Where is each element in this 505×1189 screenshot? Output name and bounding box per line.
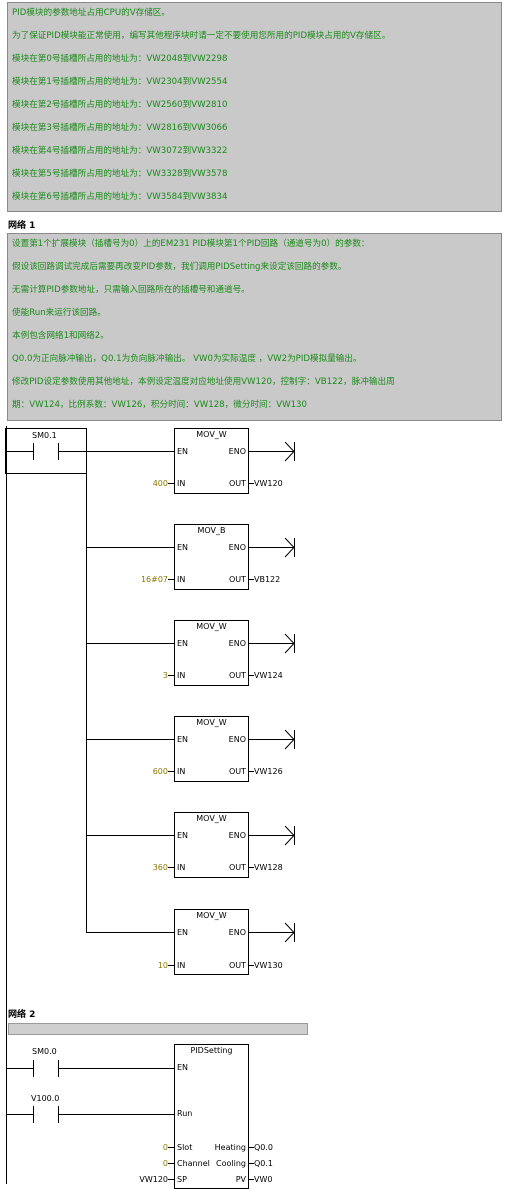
comment-line: Q0.0为正向脉冲输出，Q0.1为负向脉冲输出。 VW0为实际温度 ，VW2为P…	[12, 354, 362, 364]
power-rail	[6, 426, 7, 1184]
pin-eno: ENO	[228, 928, 246, 937]
contact-label: SM0.0	[32, 1047, 57, 1056]
in-value[interactable]: 360	[152, 863, 168, 872]
mov-w-box[interactable]: MOV_W EN ENO IN OUT	[174, 909, 249, 975]
comment-line: 本例包含网络1和网络2。	[12, 331, 109, 341]
pidsetting-block[interactable]: PIDSetting EN Run Slot Channel SP Heatin…	[174, 1044, 249, 1189]
pin-slot: Slot	[177, 1143, 193, 1152]
box-title: MOV_W	[196, 911, 227, 920]
pin-en: EN	[177, 831, 189, 840]
pin-in: IN	[177, 575, 186, 584]
pin-in: IN	[177, 961, 186, 970]
pin-eno: ENO	[228, 447, 246, 456]
network2-comment[interactable]	[8, 1023, 308, 1035]
comment-line: 模块在第4号插槽所占用的地址为：VW3072到VW3322	[12, 146, 228, 156]
heating-value[interactable]: Q0.0	[254, 1143, 274, 1152]
pin-sp: SP	[177, 1175, 187, 1184]
pin-eno: ENO	[228, 543, 246, 552]
pin-eno: ENO	[228, 735, 246, 744]
pin-out: OUT	[228, 767, 246, 776]
out-value[interactable]: VW130	[254, 961, 283, 970]
pin-en: EN	[177, 735, 189, 744]
pin-eno: ENO	[228, 639, 246, 648]
contact-label: V100.0	[31, 1094, 60, 1103]
box-title: MOV_W	[196, 718, 227, 727]
out-value[interactable]: VW126	[254, 767, 283, 776]
comment-line: 设置第1个扩展模块（插槽号为0）上的EM231 PID模块第1个PID回路（通道…	[12, 239, 370, 249]
pin-channel: Channel	[177, 1159, 210, 1168]
pv-value[interactable]: VW0	[254, 1175, 273, 1184]
contact-label: SM0.1	[32, 431, 57, 440]
comment-line: 期：VW124，比例系数：VW126，积分时间：VW128，微分时间：VW130	[12, 400, 307, 410]
in-value[interactable]: 600	[152, 767, 168, 776]
out-value[interactable]: VB122	[254, 575, 281, 584]
box-title: MOV_W	[196, 430, 227, 439]
out-value[interactable]: VW120	[254, 479, 283, 488]
pin-in: IN	[177, 479, 186, 488]
pin-en: EN	[177, 928, 189, 937]
network1-title[interactable]: 网络 1	[8, 221, 36, 231]
comment-line: 假设该回路调试完成后需要再改变PID参数，我们调用PIDSetting来设定该回…	[12, 262, 347, 272]
pin-en: EN	[177, 639, 189, 648]
cooling-value[interactable]: Q0.1	[254, 1159, 274, 1168]
comment-line: 无需计算PID参数地址，只需输入回路所在的插槽号和通道号。	[12, 285, 250, 295]
block-title: PIDSetting	[190, 1046, 233, 1055]
box-title: MOV_B	[197, 526, 226, 535]
comment-line: 模块在第0号插槽所占用的地址为：VW2048到VW2298	[12, 54, 228, 64]
pin-out: OUT	[228, 961, 246, 970]
pin-in: IN	[177, 863, 186, 872]
out-value[interactable]: VW124	[254, 671, 283, 680]
pin-eno: ENO	[228, 831, 246, 840]
comment-line: 使能Run来运行该回路。	[12, 308, 106, 318]
comment-line: 模块在第1号插槽所占用的地址为：VW2304到VW2554	[12, 77, 228, 87]
pin-out: OUT	[228, 575, 246, 584]
pin-out: OUT	[228, 671, 246, 680]
in-value[interactable]: 10	[157, 961, 168, 970]
pin-in: IN	[177, 671, 186, 680]
mov-w-box[interactable]: MOV_W EN ENO IN OUT	[174, 716, 249, 782]
pin-out: OUT	[228, 479, 246, 488]
contact-sm0-1-selected[interactable]	[5, 428, 87, 474]
pin-en: EN	[177, 543, 189, 552]
mov-w-box[interactable]: MOV_W EN ENO IN OUT	[174, 620, 249, 686]
comment-line: 为了保证PID模块能正常使用，编写其他程序块时请一定不要使用您所用的PID模块占…	[12, 31, 391, 41]
pin-en: EN	[177, 1063, 189, 1072]
program-comment[interactable]: PID模块的参数地址占用CPU的V存储区。 为了保证PID模块能正常使用，编写其…	[7, 2, 502, 212]
mov-w-box[interactable]: MOV_W EN ENO IN OUT	[174, 812, 249, 878]
mov-w-box[interactable]: MOV_W EN ENO IN OUT	[174, 428, 249, 494]
pin-in: IN	[177, 767, 186, 776]
pin-out: OUT	[228, 863, 246, 872]
pin-pv: PV	[235, 1175, 246, 1184]
pin-heating: Heating	[214, 1143, 246, 1152]
network1-comment[interactable]: 设置第1个扩展模块（插槽号为0）上的EM231 PID模块第1个PID回路（通道…	[7, 233, 502, 421]
box-title: MOV_W	[196, 814, 227, 823]
comment-line: 模块在第2号插槽所占用的地址为：VW2560到VW2810	[12, 100, 228, 110]
mov-b-box[interactable]: MOV_B EN ENO IN OUT	[174, 524, 249, 590]
channel-value[interactable]: 0	[162, 1159, 168, 1168]
box-title: MOV_W	[196, 622, 227, 631]
comment-line: PID模块的参数地址占用CPU的V存储区。	[12, 8, 170, 18]
pin-run: Run	[177, 1109, 193, 1118]
comment-line: 模块在第5号插槽所占用的地址为：VW3328到VW3578	[12, 169, 228, 179]
in-value[interactable]: 16#07	[140, 575, 168, 584]
pin-cooling: Cooling	[216, 1159, 246, 1168]
comment-line: 修改PID设定参数使用其他地址，本例设定温度对应地址使用VW120，控制字：VB…	[12, 377, 395, 387]
comment-line: 模块在第6号插槽所占用的地址为：VW3584到VW3834	[12, 192, 228, 202]
network2-title[interactable]: 网络 2	[8, 1010, 36, 1020]
slot-value[interactable]: 0	[162, 1143, 168, 1152]
comment-line: 模块在第3号插槽所占用的地址为：VW2816到VW3066	[12, 123, 228, 133]
sp-value[interactable]: VW120	[139, 1175, 168, 1184]
pin-en: EN	[177, 447, 189, 456]
in-value[interactable]: 3	[162, 671, 168, 680]
in-value[interactable]: 400	[152, 479, 168, 488]
out-value[interactable]: VW128	[254, 863, 283, 872]
